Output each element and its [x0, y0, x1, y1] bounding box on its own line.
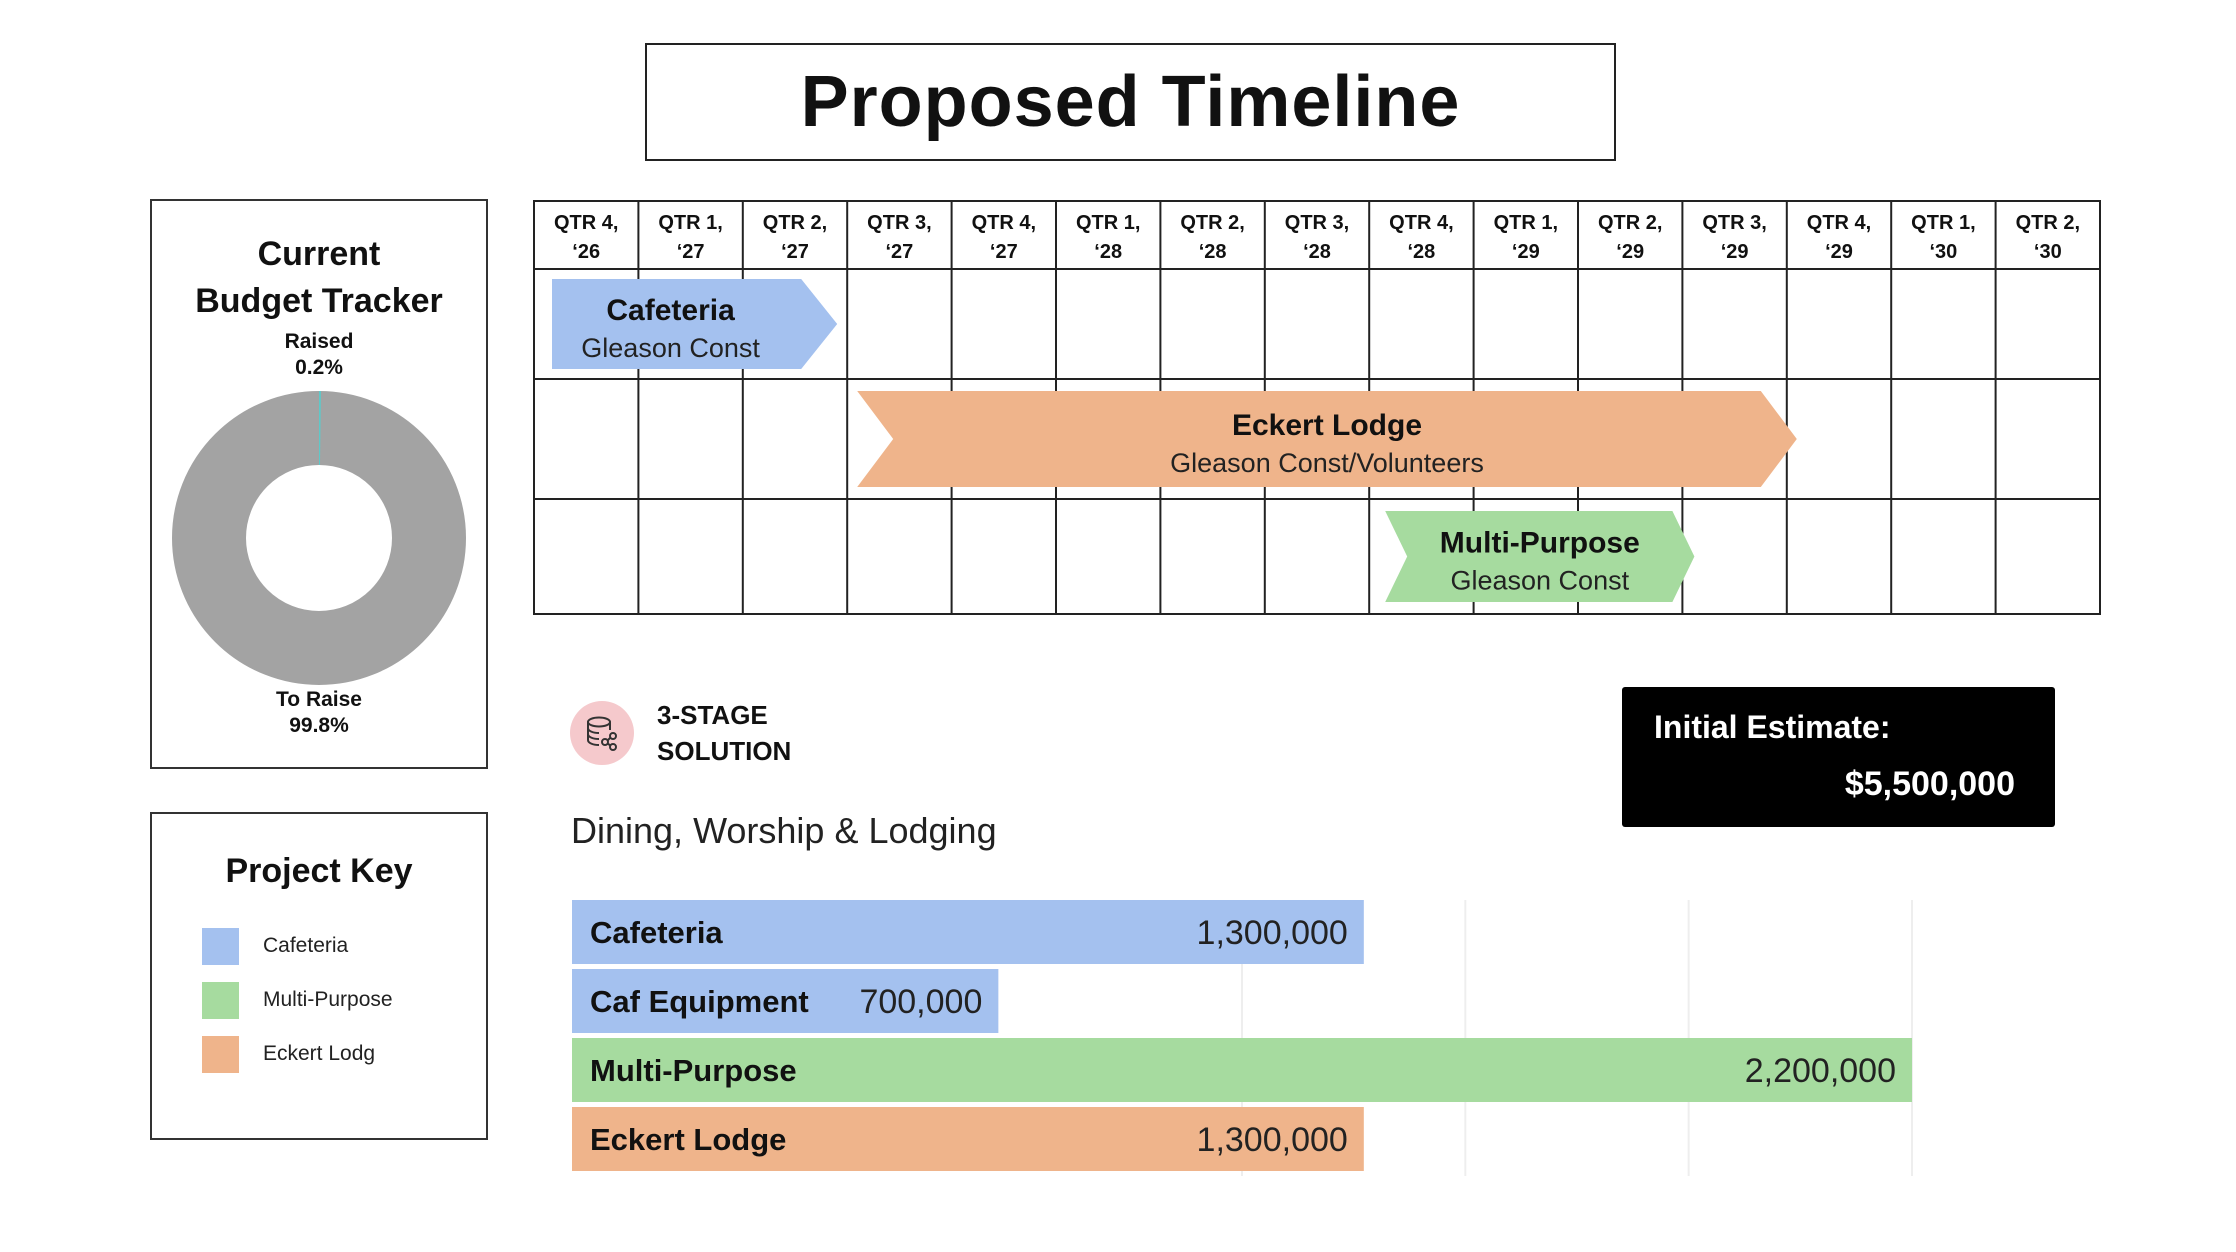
bar: [572, 969, 999, 1033]
quarter-header-year: ‘29: [1721, 241, 1749, 263]
bar-value-label: 1,300,000: [1197, 1121, 1348, 1159]
bar-group: Multi-Purpose 2,200,000: [572, 1038, 1912, 1102]
quarter-header-year: ‘30: [2034, 241, 2062, 263]
timeline-task-arrow: [857, 391, 1797, 487]
key-label-cafeteria: Cafeteria: [263, 934, 349, 957]
bar-category-label: Multi-Purpose: [590, 1053, 797, 1088]
raised-slice: [172, 391, 466, 685]
key-item-cafeteria: Cafeteria: [202, 927, 348, 965]
key-item-multi-purpose: Multi-Purpose: [202, 981, 393, 1019]
quarter-header-label: QTR 1,: [1911, 212, 1975, 234]
bar-category-label: Cafeteria: [590, 915, 723, 950]
timeline-task-arrow: [552, 279, 838, 369]
bar: [572, 1107, 1364, 1171]
timeline-task-contractor: Gleason Const/Volunteers: [1170, 448, 1484, 478]
quarter-header-year: ‘29: [1512, 241, 1540, 263]
key-swatch-eckert-lodge: [202, 1035, 239, 1073]
bar-group: Cafeteria 1,300,000: [572, 900, 1364, 964]
key-label-multi-purpose: Multi-Purpose: [263, 988, 393, 1011]
to-raise-label-group: To Raise 99.8%: [152, 687, 486, 739]
bar-group: Eckert Lodge 1,300,000: [572, 1107, 1364, 1171]
bar: [572, 1038, 1912, 1102]
estimate-label: Initial Estimate:: [1654, 709, 1891, 745]
title-box: Proposed Timeline: [645, 43, 1616, 161]
project-key-panel: Project Key Cafeteria Multi-Purpose Ecke…: [150, 812, 488, 1140]
bar-value-label: 1,300,000: [1197, 914, 1348, 952]
bar-category-label: Caf Equipment: [590, 984, 809, 1019]
quarter-header-year: ‘27: [781, 241, 809, 263]
timeline-task-name: Multi-Purpose: [1440, 527, 1640, 560]
quarter-header-label: QTR 4,: [1389, 212, 1453, 234]
stage-label-line1: 3-STAGE: [657, 700, 768, 730]
bar: [572, 900, 1364, 964]
quarter-header-label: QTR 1,: [658, 212, 722, 234]
budget-tracker-title: Current Budget Tracker: [152, 231, 486, 325]
quarter-header-year: ‘29: [1825, 241, 1853, 263]
estimate-box: Initial Estimate: $5,500,000: [1622, 687, 2055, 827]
quarter-header-year: ‘28: [1094, 241, 1122, 263]
to-raise-percent: 99.8%: [289, 714, 349, 737]
quarter-header-label: QTR 4,: [554, 212, 618, 234]
timeline-task-contractor: Gleason Const: [581, 333, 760, 363]
quarter-header-label: QTR 4,: [1807, 212, 1871, 234]
quarter-header-label: QTR 2,: [1598, 212, 1662, 234]
quarter-header-label: QTR 2,: [1180, 212, 1244, 234]
timeline-task-arrow: [1385, 511, 1695, 602]
timeline-task-contractor: Gleason Const: [1450, 566, 1629, 596]
page-title: Proposed Timeline: [800, 62, 1461, 142]
key-label-eckert-lodge: Eckert Lodg: [263, 1042, 376, 1065]
quarter-header-label: QTR 1,: [1494, 212, 1558, 234]
budget-title-line2: Budget Tracker: [195, 282, 443, 320]
quarter-header-year: ‘28: [1303, 241, 1331, 263]
quarter-header-year: ‘27: [990, 241, 1018, 263]
bar-value-label: 700,000: [859, 983, 982, 1021]
quarter-header-year: ‘29: [1616, 241, 1644, 263]
timeline-task-name: Cafeteria: [606, 294, 735, 327]
timeline-gantt: QTR 4, ‘26 QTR 1, ‘27 QTR 2, ‘27 QTR 3, ‘27 QTR …: [533, 200, 2101, 615]
quarter-header-label: QTR 4,: [972, 212, 1036, 234]
quarter-header-label: QTR 2,: [2016, 212, 2080, 234]
project-key-title: Project Key: [225, 852, 413, 890]
raised-label-group: Raised 0.2%: [152, 329, 486, 381]
stage-label-line2: SOLUTION: [657, 736, 792, 766]
budget-title-line1: Current: [257, 235, 381, 273]
bar-category-label: Eckert Lodge: [590, 1122, 786, 1157]
to-raise-label: To Raise: [276, 688, 362, 711]
database-share-icon: [570, 701, 634, 765]
key-swatch-multi-purpose: [202, 981, 239, 1019]
estimate-value: $5,500,000: [1844, 765, 2015, 803]
stage-label: 3-STAGE SOLUTION: [657, 697, 791, 769]
quarter-header-label: QTR 3,: [867, 212, 931, 234]
quarter-header-label: QTR 3,: [1702, 212, 1766, 234]
quarter-header-year: ‘30: [1929, 241, 1957, 263]
quarter-header-label: QTR 2,: [763, 212, 827, 234]
raised-label: Raised: [284, 330, 354, 353]
quarter-header-year: ‘27: [885, 241, 913, 263]
quarter-header-label: QTR 1,: [1076, 212, 1140, 234]
chart-subtitle: Dining, Worship & Lodging: [571, 810, 997, 851]
budget-tracker-panel: Current Budget Tracker Raised 0.2% To Ra…: [150, 199, 488, 769]
raised-percent: 0.2%: [295, 356, 343, 379]
bar-group: Caf Equipment 700,000: [572, 969, 999, 1033]
quarter-header-year: ‘26: [572, 241, 600, 263]
quarter-header-year: ‘28: [1407, 241, 1435, 263]
bar-value-label: 2,200,000: [1745, 1052, 1896, 1090]
timeline-task-name: Eckert Lodge: [1232, 409, 1422, 442]
quarter-header-label: QTR 3,: [1285, 212, 1349, 234]
key-swatch-cafeteria: [202, 927, 239, 965]
quarter-header-year: ‘27: [677, 241, 705, 263]
key-item-eckert-lodge: Eckert Lodg: [202, 1035, 375, 1073]
budget-donut-chart: [172, 391, 466, 685]
quarter-header-year: ‘28: [1199, 241, 1227, 263]
